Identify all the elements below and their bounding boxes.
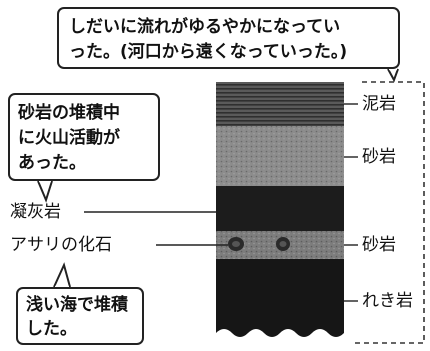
label-tuff: 凝灰岩 [10,202,61,222]
callout-left-line-2: に火山活動が [18,128,120,148]
callout-left: 砂岩の堆積中 に火山活動が あった。 [8,93,160,181]
callout-top: しだいに流れがゆるやかになってい った。(河口から遠くなっていった。) [57,7,400,69]
fossil-shell [279,241,287,247]
label-sandstone-upper: 砂岩 [362,147,396,167]
sandstone-upper-layer [216,126,344,186]
tuff-layer [216,186,344,231]
bottom-callout-tail [53,262,71,288]
callout-top-line-1: しだいに流れがゆるやかになってい [69,17,341,37]
fossil-shell [232,241,240,247]
label-sandstone-lower: 砂岩 [362,235,396,255]
callout-bottom: 浅い海で堆積 した。 [16,287,144,345]
left-callout-tail [37,180,53,203]
mudstone-layer [216,82,344,126]
callout-left-line-1: 砂岩の堆積中 [18,103,120,123]
label-conglomerate: れき岩 [362,291,413,311]
conglomerate-layer [216,259,344,337]
callout-bottom-line-2: した。 [26,319,77,339]
label-mudstone: 泥岩 [362,94,396,114]
top-callout-tail [387,68,399,83]
callout-left-line-3: あった。 [18,153,86,173]
dashed-bracket [354,81,425,344]
callout-bottom-line-1: 浅い海で堆積 [26,295,128,315]
callout-top-line-2: った。(河口から遠くなっていった。) [69,42,348,62]
label-fossil: アサリの化石 [10,235,112,255]
